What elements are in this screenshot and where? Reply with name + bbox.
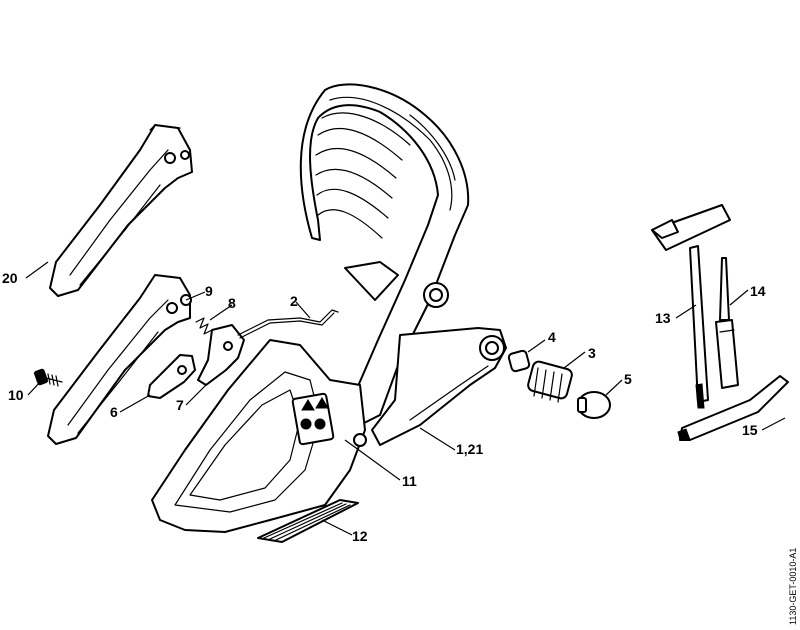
callout-3: 3 bbox=[588, 345, 596, 361]
part-1-21-handle-housing[interactable] bbox=[151, 83, 507, 533]
part-handle-molding-lower[interactable] bbox=[47, 274, 191, 445]
part-15-hex-key[interactable] bbox=[677, 375, 789, 441]
part-2-throttle-rod[interactable] bbox=[237, 309, 339, 339]
part-6-lever[interactable] bbox=[147, 354, 196, 399]
callout-15: 15 bbox=[742, 422, 758, 438]
part-14-screwdriver[interactable] bbox=[715, 257, 739, 389]
callout-9: 9 bbox=[205, 283, 213, 299]
part-5-plug[interactable] bbox=[577, 391, 611, 419]
callout-6: 6 bbox=[110, 404, 118, 420]
callout-7: 7 bbox=[176, 397, 184, 413]
part-20-handle-molding-upper[interactable] bbox=[49, 124, 193, 297]
part-4-bushing[interactable] bbox=[507, 349, 531, 373]
callout-5: 5 bbox=[624, 371, 632, 387]
part-7-lock-lever[interactable] bbox=[197, 324, 245, 386]
callout-11: 11 bbox=[402, 473, 417, 489]
callout-14: 14 bbox=[750, 283, 766, 299]
part-3-annular-buffer[interactable] bbox=[527, 360, 573, 403]
callout-4: 4 bbox=[548, 329, 556, 345]
part-8-spring[interactable] bbox=[195, 317, 213, 335]
part-12-bottom-strip[interactable] bbox=[257, 499, 359, 543]
drawing-code: 1130-GET-0010-A1 bbox=[788, 548, 798, 625]
callout-13: 13 bbox=[655, 310, 671, 326]
callout-12: 12 bbox=[352, 528, 368, 544]
part-13-combination-wrench[interactable] bbox=[651, 204, 731, 409]
part-10-screw[interactable] bbox=[33, 368, 63, 387]
leader-lines bbox=[25, 261, 786, 536]
callout-2: 2 bbox=[290, 293, 298, 309]
callout-8: 8 bbox=[228, 295, 236, 311]
callout-10: 10 bbox=[8, 387, 24, 403]
callout-20: 20 bbox=[2, 270, 18, 286]
callout-labels: 20 9 8 2 10 6 7 4 3 5 1,21 11 12 13 14 1… bbox=[2, 270, 766, 544]
callout-1-21: 1,21 bbox=[456, 441, 483, 457]
